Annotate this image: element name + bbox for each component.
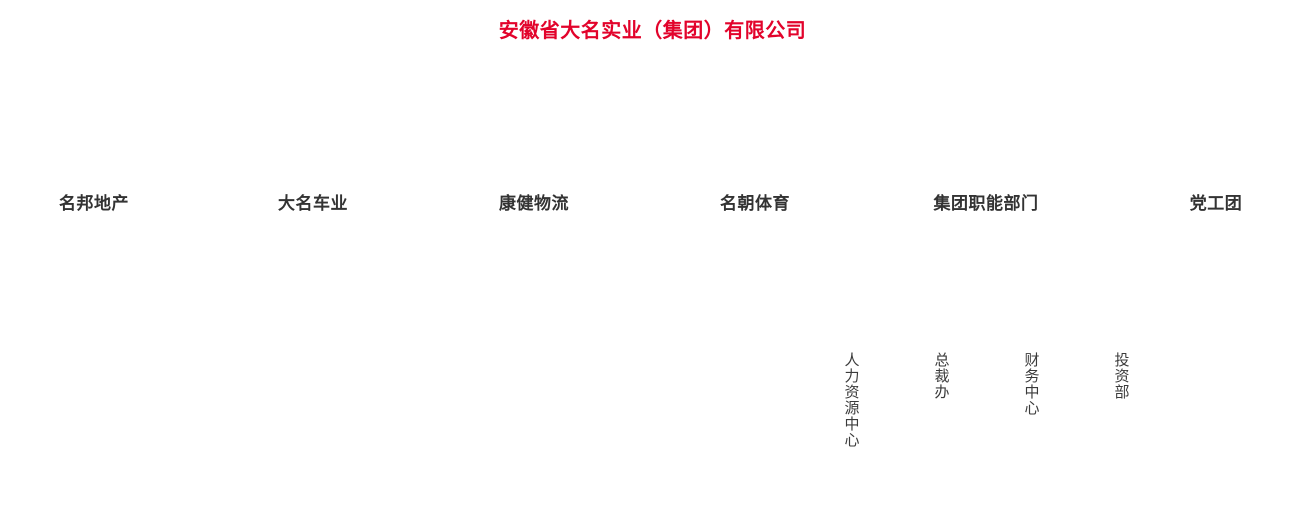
department-node-presidents-office[interactable]: 总裁办 xyxy=(932,352,950,400)
department-row: 人力资源中心 总裁办 财务中心 投资部 xyxy=(0,352,1310,502)
division-node-party-union-youth-league[interactable]: 党工团 xyxy=(1189,194,1243,213)
department-node-finance-center[interactable]: 财务中心 xyxy=(1022,352,1040,416)
division-node-mingchao-sports[interactable]: 名朝体育 xyxy=(720,194,790,213)
department-node-human-resources-center[interactable]: 人力资源中心 xyxy=(842,352,860,448)
company-title: 安徽省大名实业（集团）有限公司 xyxy=(498,20,807,42)
division-node-kangjian-logistics[interactable]: 康健物流 xyxy=(499,194,569,213)
division-node-group-functional-departments[interactable]: 集团职能部门 xyxy=(933,194,1039,213)
division-node-daming-auto[interactable]: 大名车业 xyxy=(278,194,348,213)
division-node-mingbang-real-estate[interactable]: 名邦地产 xyxy=(59,194,129,213)
department-node-investment-department[interactable]: 投资部 xyxy=(1112,352,1130,400)
division-row: 名邦地产 大名车业 康健物流 名朝体育 集团职能部门 党工团 xyxy=(0,192,1310,220)
